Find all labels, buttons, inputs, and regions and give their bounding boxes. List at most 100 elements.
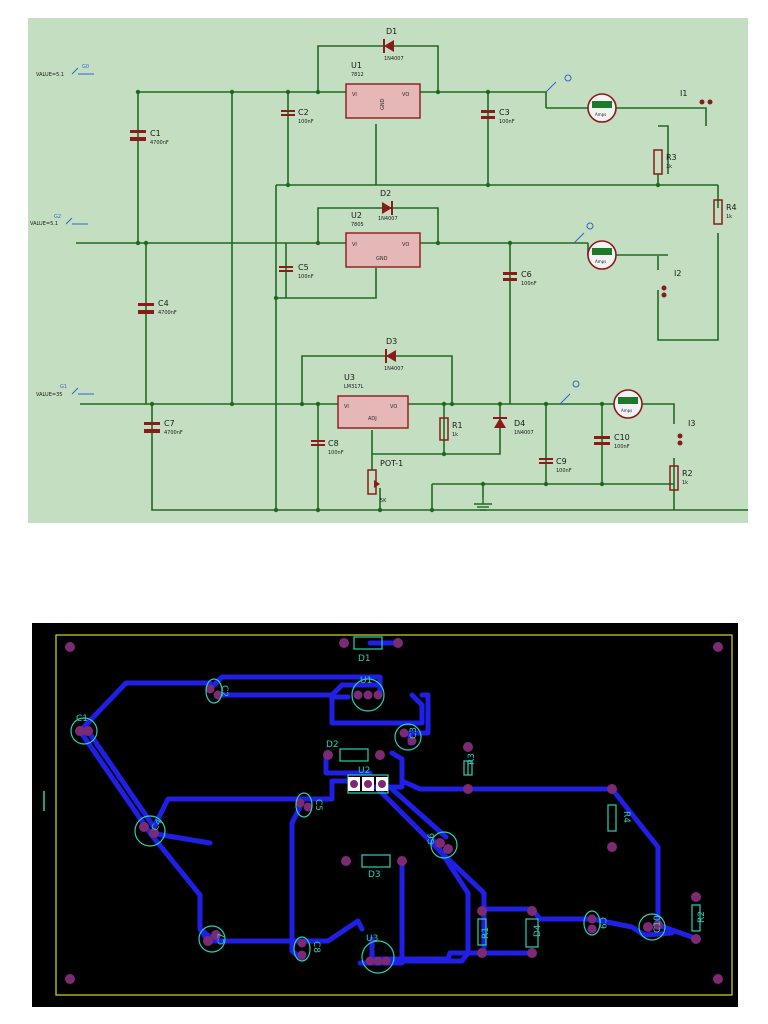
diode-d1: D1 1N4007 xyxy=(383,27,404,62)
u2-value: 7805 xyxy=(351,222,364,228)
source-1: VALUE=5.1 G0 xyxy=(36,64,94,78)
pcb-label-d1: D1 xyxy=(358,654,371,664)
d3-value: 1N4007 xyxy=(384,366,404,372)
pcb-label-c6: C6 xyxy=(427,833,437,845)
u2-pin-gnd: GND xyxy=(376,256,388,262)
source-2-id: G2 xyxy=(54,214,61,220)
r3-value: 1k xyxy=(666,164,672,170)
pcb-label-u2: U2 xyxy=(358,766,370,776)
pcb-label-d2: D2 xyxy=(326,740,339,750)
source-1-id: G0 xyxy=(82,64,89,70)
voltage-sources: VALUE=5.1 G0 VALUE=5.1 G2 VALUE=35 G1 xyxy=(30,64,94,398)
ammeter-3: Amps xyxy=(613,389,643,419)
pcb-layout: D1 U1 C1 C2 C3 D2 U2 R3 C5 C4 R4 C6 D3 R… xyxy=(32,623,738,1007)
c3-ref: C3 xyxy=(499,108,510,117)
c7-ref: C7 xyxy=(164,419,175,428)
c1-value: 4700nF xyxy=(150,140,169,146)
capacitor-c10: C10 100nF xyxy=(594,433,630,450)
d4-value: 1N4007 xyxy=(514,430,534,436)
u3-value: LM317L xyxy=(344,384,364,390)
capacitor-c1: C1 4700nF xyxy=(130,129,169,146)
r4-ref: R4 xyxy=(726,203,737,212)
d2-value: 1N4007 xyxy=(378,216,398,222)
voltage-probes xyxy=(545,74,594,405)
diode-d3: D3 1N4007 xyxy=(384,337,404,372)
resistor-r3: R3 1k xyxy=(653,149,677,175)
r1-ref: R1 xyxy=(452,421,463,430)
capacitor-c8: C8 100nF xyxy=(311,439,344,456)
d2-ref: D2 xyxy=(380,189,391,198)
pot-ref: POT-1 xyxy=(380,459,403,468)
c8-ref: C8 xyxy=(328,439,339,448)
source-2: VALUE=5.1 G2 xyxy=(30,214,88,227)
pcb-pads xyxy=(65,638,723,984)
pcb-label-c2: C2 xyxy=(219,685,229,697)
regulator-u1: VI VO GND U1 7812 xyxy=(345,61,421,119)
i1-ref: I1 xyxy=(680,89,687,98)
c7-value: 4700nF xyxy=(164,430,183,436)
r1-value: 1k xyxy=(452,432,458,438)
u2-pin-out: VO xyxy=(402,242,409,248)
pcb-label-c7: C7 xyxy=(217,933,227,945)
u2-pin-in: VI xyxy=(352,242,357,248)
pcb-label-r4: R4 xyxy=(621,811,631,823)
c5-value: 100nF xyxy=(298,274,314,280)
i3-ref: I3 xyxy=(688,419,695,428)
u1-pin-out: VO xyxy=(402,92,409,98)
c2-value: 100nF xyxy=(298,119,314,125)
ammeter-1: Amps xyxy=(587,93,617,123)
u1-pin-gnd: GND xyxy=(380,98,386,110)
ammeter-1-label: Amps xyxy=(595,112,606,117)
c2-ref: C2 xyxy=(298,108,309,117)
u3-ref: U3 xyxy=(344,373,355,382)
schematic-wires xyxy=(76,45,748,511)
capacitors: C1 4700nF C2 100nF C3 100nF C4 4700nF C5… xyxy=(130,108,630,474)
pcb-label-d3: D3 xyxy=(368,870,381,880)
u3-pin-adj: ADJ xyxy=(368,416,377,422)
capacitor-c4: C4 4700nF xyxy=(138,299,177,316)
ammeters: Amps Amps Amps xyxy=(587,93,643,419)
c6-ref: C6 xyxy=(521,270,532,279)
pcb-board-outline xyxy=(55,634,733,996)
i2-ref: I2 xyxy=(674,269,681,278)
pcb-label-r3: R3 xyxy=(467,753,477,765)
ammeter-2-label: Amps xyxy=(595,259,606,264)
c4-value: 4700nF xyxy=(158,310,177,316)
diode-d2: D2 1N4007 xyxy=(378,189,398,222)
pcb-silkscreen xyxy=(70,636,701,974)
u1-ref: U1 xyxy=(351,61,362,70)
r3-ref: R3 xyxy=(666,153,677,162)
pcb-label-c5: C5 xyxy=(313,799,323,811)
c8-value: 100nF xyxy=(328,450,344,456)
c1-ref: C1 xyxy=(150,129,161,138)
pcb-label-c8: C8 xyxy=(311,941,321,953)
capacitor-c9: C9 100nF xyxy=(539,457,572,474)
c9-ref: C9 xyxy=(556,457,567,466)
source-3-label: VALUE=35 xyxy=(36,392,62,398)
resistors: R1 1k R2 1k R3 1k R4 1k POT-1 5K xyxy=(367,149,737,504)
source-3-id: G1 xyxy=(60,384,67,390)
pcb-label-c3: C3 xyxy=(409,727,419,739)
pcb-label-u3: U3 xyxy=(366,934,378,944)
pcb-label-r2: R2 xyxy=(697,911,707,923)
d4-ref: D4 xyxy=(514,419,525,428)
ammeter-2: Amps xyxy=(587,240,617,270)
current-probes: I1 I2 I3 xyxy=(661,89,713,446)
d1-ref: D1 xyxy=(386,27,397,36)
ammeter-3-label: Amps xyxy=(621,408,632,413)
pcb-label-c9: C9 xyxy=(597,917,607,929)
u3-pin-in: VI xyxy=(344,404,349,410)
junctions xyxy=(135,89,661,513)
regulator-u3: VI VO ADJ U3 LM317L xyxy=(337,373,409,429)
r4-value: 1k xyxy=(726,214,732,220)
pcb-label-c10: C10 xyxy=(653,915,663,933)
resistor-r2: R2 1k xyxy=(669,465,693,491)
c5-ref: C5 xyxy=(298,263,309,272)
capacitor-c3: C3 100nF xyxy=(481,108,515,125)
ground-icon xyxy=(474,498,492,511)
pcb-label-r1: R1 xyxy=(481,927,491,939)
pcb-label-c1: C1 xyxy=(76,714,88,724)
c6-value: 100nF xyxy=(521,281,537,287)
c10-value: 100nF xyxy=(614,444,630,450)
c9-value: 100nF xyxy=(556,468,572,474)
